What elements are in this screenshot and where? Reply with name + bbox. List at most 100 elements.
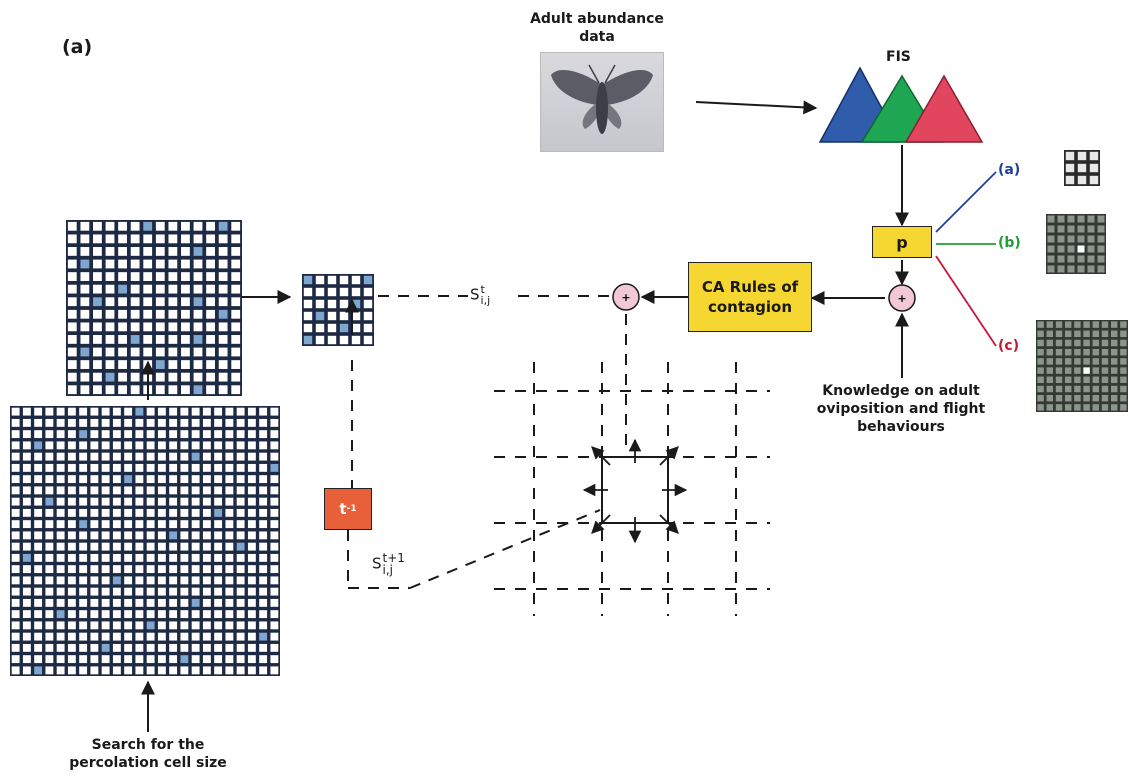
option-a-grid	[1064, 150, 1100, 186]
grid-cell	[231, 310, 240, 319]
grid-cell	[45, 464, 53, 472]
grid-cell	[102, 498, 110, 506]
grid-cell	[237, 531, 245, 539]
grid-cell	[79, 531, 87, 539]
grid-cell	[237, 576, 245, 584]
grid-cell	[12, 599, 20, 607]
grid-cell	[219, 335, 228, 344]
grid-cell	[23, 644, 31, 652]
grid-cell	[169, 655, 177, 663]
grid-cell	[113, 666, 121, 674]
option-a-label: (a)	[998, 161, 1020, 179]
grid-cell	[231, 272, 240, 281]
grid-cell	[259, 644, 267, 652]
grid-cell	[135, 464, 143, 472]
grid-cell	[1093, 404, 1099, 410]
grid-cell	[135, 509, 143, 517]
grid-cell	[180, 486, 188, 494]
grid-cell	[168, 348, 177, 357]
grid-cell	[79, 666, 87, 674]
grid-cell	[34, 565, 42, 573]
grid-cell	[68, 599, 76, 607]
grid-cell	[237, 453, 245, 461]
grid-cell	[147, 565, 155, 573]
grid-cell	[158, 475, 166, 483]
grid-cell	[169, 464, 177, 472]
grid-cell	[45, 610, 53, 618]
grid-cell	[131, 348, 140, 357]
grid-cell	[106, 322, 115, 331]
grid-cell	[57, 464, 65, 472]
grid-cell	[169, 498, 177, 506]
grid-cell	[1088, 266, 1095, 273]
option-branches	[936, 172, 996, 346]
grid-cell	[1047, 404, 1053, 410]
grid-cell	[79, 610, 87, 618]
grid-cell	[147, 576, 155, 584]
grid-cell	[57, 621, 65, 629]
grid-cell	[1056, 404, 1062, 410]
grid-cell	[1074, 340, 1080, 346]
grid-cell	[12, 576, 20, 584]
grid-cell	[57, 520, 65, 528]
grid-cell	[1111, 404, 1117, 410]
grid-cell	[90, 531, 98, 539]
grid-cell	[12, 464, 20, 472]
grid-cell	[181, 285, 190, 294]
grid-cell	[143, 297, 152, 306]
grid-cell	[316, 276, 324, 284]
grid-cell	[124, 453, 132, 461]
grid-cell	[118, 272, 127, 281]
grid-cell	[1102, 358, 1108, 364]
grid-cell	[102, 588, 110, 596]
grid-cell	[12, 565, 20, 573]
grid-cell	[203, 554, 211, 562]
grid-cell	[214, 453, 222, 461]
grid-cell	[1047, 349, 1053, 355]
grid-cell	[124, 464, 132, 472]
grid-cell	[12, 666, 20, 674]
grid-cell	[231, 222, 240, 231]
grid-cell	[214, 419, 222, 427]
grid-cell	[45, 554, 53, 562]
grid-cell	[1037, 358, 1043, 364]
p-box: p	[872, 226, 932, 258]
grid-cell	[225, 486, 233, 494]
grid-cell	[231, 260, 240, 269]
grid-background	[1046, 214, 1106, 274]
grid-cell	[1098, 236, 1105, 243]
grid-cell	[1056, 340, 1062, 346]
grid-cell	[180, 430, 188, 438]
grid-cell	[259, 588, 267, 596]
grid-cell	[124, 644, 132, 652]
grid-cell	[248, 453, 256, 461]
grid-cell	[45, 509, 53, 517]
grid-cell	[143, 285, 152, 294]
grid-cell	[68, 419, 76, 427]
grid-cell	[192, 633, 200, 641]
grid-cell	[1048, 216, 1055, 223]
grid-cell	[168, 272, 177, 281]
search-label: Search for the percolation cell size	[48, 736, 248, 772]
grid-cell	[45, 475, 53, 483]
grid-cell	[248, 419, 256, 427]
grid-cell	[1074, 386, 1080, 392]
grid-cell	[194, 272, 203, 281]
grid-cell	[102, 475, 110, 483]
grid-cell	[57, 486, 65, 494]
grid-cell	[143, 247, 152, 256]
grid-cell	[57, 509, 65, 517]
grid-cell	[113, 531, 121, 539]
grid-cell	[225, 655, 233, 663]
grid-cell	[124, 475, 132, 483]
grid-cell	[135, 543, 143, 551]
grid-cell	[304, 336, 312, 344]
grid-cell	[1056, 377, 1062, 383]
grid-cell	[118, 322, 127, 331]
grid-cell	[304, 324, 312, 332]
grid-cell	[1066, 152, 1074, 160]
grid-cell	[248, 408, 256, 416]
grid-cell	[68, 633, 76, 641]
knowledge-line-2: oviposition and flight	[776, 400, 1026, 418]
grid-cell	[194, 285, 203, 294]
